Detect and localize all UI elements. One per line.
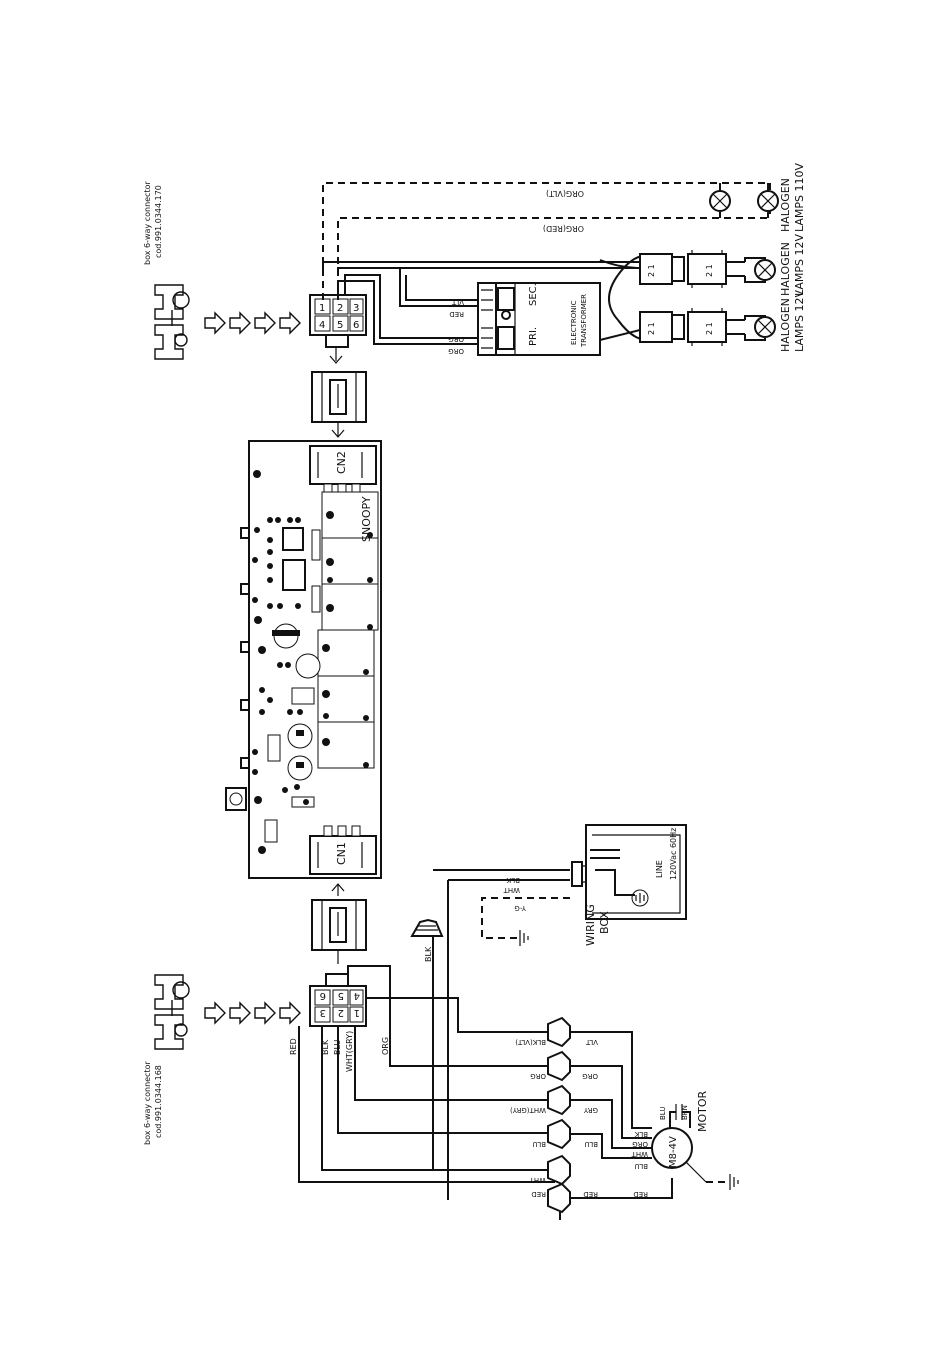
halogen-12v-a-label-1: HALOGEN [779, 242, 792, 296]
top-pin-3: 3 [353, 303, 359, 314]
top-connector-caption: box 6-way connector cod.991.0344.170 [143, 181, 163, 265]
motor-lead-wht: WHT [631, 1150, 648, 1158]
motor-label: MOTOR [696, 1090, 709, 1132]
nut-wire-labels: BLK(VLT) VLT ORG ORG WHT(GRY) GRY BLU BL… [510, 1038, 648, 1198]
bottom-label-red: RED [289, 1038, 298, 1055]
nut-label-red-r: RED [583, 1190, 598, 1198]
wiring-box-voltage: 120Vac 60Hz [669, 828, 678, 880]
nut-label-vlt: VLT [585, 1038, 598, 1046]
motor-model: M8-4V [668, 1136, 679, 1168]
nut-label-gry: GRY [583, 1106, 598, 1114]
transformer-sec: SEC. [528, 283, 539, 306]
nut-label-blk-vlt: BLK(VLT) [515, 1038, 546, 1046]
nut-label-org-r: ORG [582, 1072, 598, 1080]
top-connector-code: cod.991.0344.170 [154, 185, 163, 258]
nut-label-org-l: ORG [530, 1072, 546, 1080]
wiring-box-label-1: WIRING [584, 904, 597, 946]
pcb-cn1: CN1 [335, 842, 348, 865]
bottom-label-blu: BLU [333, 1039, 342, 1055]
nut-label-blu-r: BLU [585, 1140, 598, 1148]
nut-label-red-m: RED [633, 1190, 648, 1198]
nut-label-red-l: RED [531, 1190, 546, 1198]
wire-nuts [547, 1016, 571, 1214]
wire-label-org-top-a: ORG [448, 335, 464, 343]
wire-label-org-top-b: ORG [448, 347, 464, 355]
top-assembly-arrows [204, 311, 301, 335]
bottom-6way-connector: 6 5 4 3 2 1 [309, 973, 367, 1027]
motor-leads: BLK ORG WHT BLU BLU BRN [559, 1031, 689, 1220]
electronic-transformer: PRI. SEC. ELECTRONIC TRANSFORMER [477, 282, 601, 356]
wiring-box: LINE 120Vac 60Hz WIRING BOX [571, 824, 687, 946]
bottom-connector-title: box 6-way connector [143, 1061, 152, 1145]
wb-label-yg: Y-G [514, 904, 527, 912]
transformer-name-2: TRANSFORMER [580, 294, 588, 348]
bottom-label-wht-gry: WHT(GRY) [345, 1031, 354, 1072]
bottom-pin-6: 6 [320, 990, 326, 1001]
pcb-cn2: CN2 [335, 451, 348, 474]
motor: M8-4V MOTOR [651, 1090, 739, 1190]
transformer-wiring: VLT RED ORG ORG [322, 261, 649, 355]
transformer-name-1: ELECTRONIC [570, 300, 578, 345]
halogen-12v-b-label-2: LAMPS 12V [793, 289, 806, 352]
top-pin-4: 4 [319, 320, 325, 331]
bottom-assembly-arrows [204, 1001, 301, 1025]
nut-label-blu-l: BLU [533, 1140, 546, 1148]
wb-label-wht: WHT [503, 886, 520, 894]
halogen-110v-label-1: HALOGEN [779, 178, 792, 232]
wiring-box-label-2: BOX [598, 911, 611, 934]
motor-lead-blu-cap: BLU [659, 1107, 667, 1120]
halogen-12v-b-label-1: HALOGEN [779, 298, 792, 352]
halogen-110v-lamps: HALOGEN LAMPS 110V [709, 162, 806, 232]
wiring-box-line: LINE [655, 860, 664, 878]
nut-label-wht: WHT [529, 1176, 546, 1184]
ground-wire-nut [410, 918, 444, 937]
halogen-12v-a-label-2: LAMPS 12V [793, 233, 806, 296]
wiring-box-leads: BLK WHT Y-G [481, 876, 570, 946]
bottom-connector-caption: box 6-way connector cod.991.0344.168 [143, 1061, 163, 1145]
bottom-label-blk: BLK [321, 1039, 330, 1055]
bottom-plug [311, 883, 367, 964]
top-pin-6: 6 [353, 320, 359, 331]
wb-label-blk: BLK [506, 876, 520, 884]
top-connector-picture [154, 284, 190, 360]
top-pin-1: 1 [319, 303, 325, 314]
top-pin-5: 5 [337, 320, 343, 331]
halogen-12v-lamp-b: 2 1 2 1 HALOGEN LAMPS 12V [639, 289, 806, 352]
bottom-label-blk-nut: BLK [424, 946, 433, 962]
top-plug [311, 371, 367, 438]
motor-wiring: RED BLK BLU WHT(GRY) ORG BLK [289, 869, 570, 1200]
wire-label-org-vlt: ORG(VLT) [546, 189, 584, 198]
bottom-pin-5: 5 [338, 990, 344, 1001]
bottom-connector-code: cod.991.0344.168 [154, 1065, 163, 1138]
bottom-pin-4: 4 [354, 990, 360, 1001]
halogen-110v-label-2: LAMPS 110V [793, 162, 806, 232]
svg-text:2 1: 2 1 [647, 264, 656, 277]
transformer-pri: PRI. [528, 327, 539, 346]
top-6way-connector: 1 2 3 4 5 6 [309, 294, 367, 364]
top-pin-2: 2 [337, 303, 343, 314]
svg-text:2 1: 2 1 [647, 322, 656, 335]
motor-lead-blk: BLK [634, 1130, 648, 1138]
wire-label-vlt: VLT [451, 298, 464, 306]
bottom-label-org: ORG [381, 1037, 390, 1055]
wire-label-red-top: RED [449, 310, 464, 318]
bottom-connector-picture [154, 974, 190, 1050]
nut-label-wht-gry: WHT(GRY) [510, 1106, 546, 1114]
pcb-brand: SNOOPY [360, 496, 373, 542]
top-connector-title: box 6-way connector [143, 181, 152, 265]
bottom-pin-2: 2 [338, 1007, 344, 1018]
motor-lead-org: ORG [632, 1140, 648, 1148]
motor-lead-blu: BLU [635, 1162, 648, 1170]
wire-label-org-red: ORG(RED) [543, 224, 584, 233]
bottom-pin-3: 3 [320, 1007, 326, 1018]
control-pcb: CN2 SNOOPY [225, 440, 382, 879]
svg-text:2 1: 2 1 [705, 322, 714, 335]
svg-text:2 1: 2 1 [705, 264, 714, 277]
bottom-pin-1: 1 [354, 1007, 360, 1018]
halogen-12v-lamp-a: 2 1 2 1 HALOGEN LAMPS 12V [639, 233, 806, 296]
